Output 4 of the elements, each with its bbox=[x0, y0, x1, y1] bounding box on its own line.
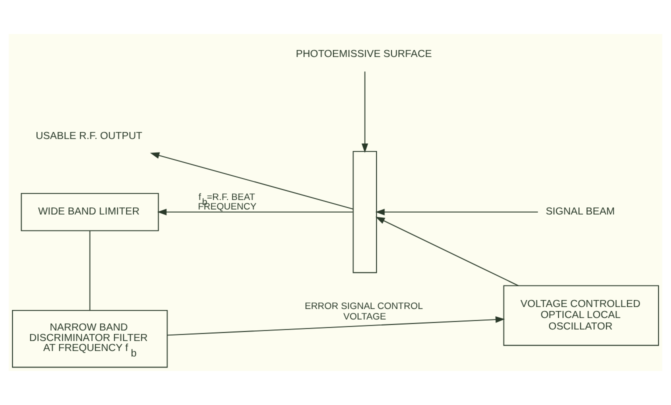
node-text: PHOTOEMISSIVE SURFACE bbox=[296, 49, 432, 60]
node-text: SIGNAL BEAM bbox=[546, 206, 615, 218]
edge-label: ERROR SIGNAL CONTROL VOLTAGE bbox=[304, 301, 423, 322]
node-text: USABLE R.F. OUTPUT bbox=[36, 131, 142, 142]
